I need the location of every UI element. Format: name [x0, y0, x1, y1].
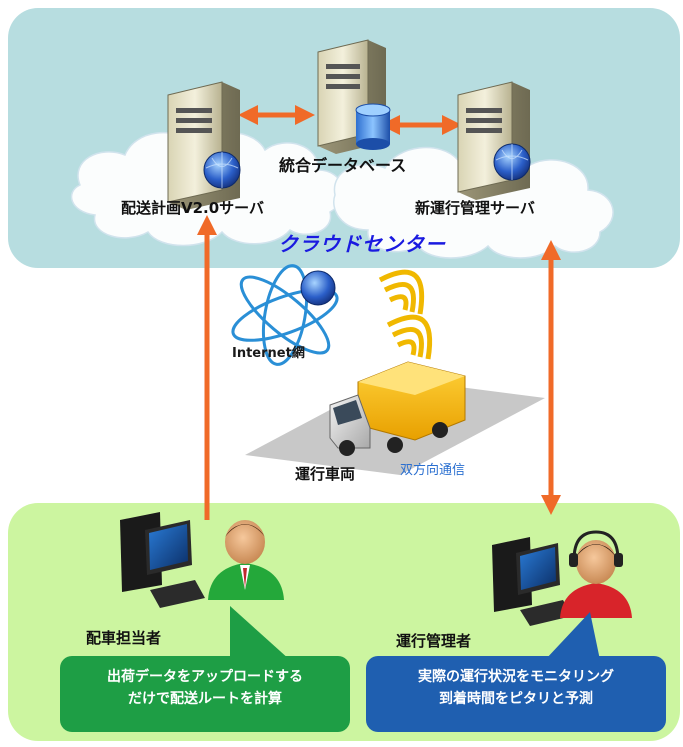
operator-person-icon: [560, 530, 632, 618]
delivery-plan-server-icon: [167, 81, 241, 210]
dispatcher-callout: 出荷データをアップロードする だけで配送ルートを計算: [60, 656, 350, 732]
dispatcher-person-icon: [208, 520, 284, 600]
operator-callout: 実際の運行状況をモニタリング 到着時間をピタリと予測: [366, 656, 666, 732]
operator-computer-icon: [492, 537, 572, 626]
operator-callout-tail: [545, 612, 600, 660]
operator-label: 運行管理者: [396, 632, 472, 650]
dispatcher-callout-line2: だけで配送ルートを計算: [128, 691, 282, 707]
internet-label: Internet網: [232, 346, 305, 361]
dispatcher-label: 配車担当者: [86, 629, 162, 647]
operation-server-label: 新運行管理サーバ: [415, 199, 535, 217]
comm-label: 双方向通信: [400, 463, 466, 478]
signal-wave-icon: [378, 269, 433, 360]
operator-callout-line2: 到着時間をピタリと予測: [439, 691, 593, 707]
database-server-label: 統合データベース: [279, 156, 407, 175]
dispatcher-computer-icon: [120, 512, 205, 608]
server-link-arrows: [238, 105, 462, 135]
dispatcher-callout-tail: [230, 606, 290, 660]
operator-callout-line1: 実際の運行状況をモニタリング: [418, 669, 614, 685]
truck-icon: [329, 361, 466, 456]
internet-icon: [231, 264, 339, 366]
cloud-center-title: クラウドセンター: [278, 232, 446, 256]
vehicle-label: 運行車両: [295, 465, 356, 483]
delivery-plan-server-label: 配送計画V2.0サーバ: [121, 199, 265, 217]
operation-server-icon: [457, 81, 531, 200]
database-server-icon: [317, 39, 391, 154]
dispatcher-callout-line1: 出荷データをアップロードする: [107, 669, 303, 685]
